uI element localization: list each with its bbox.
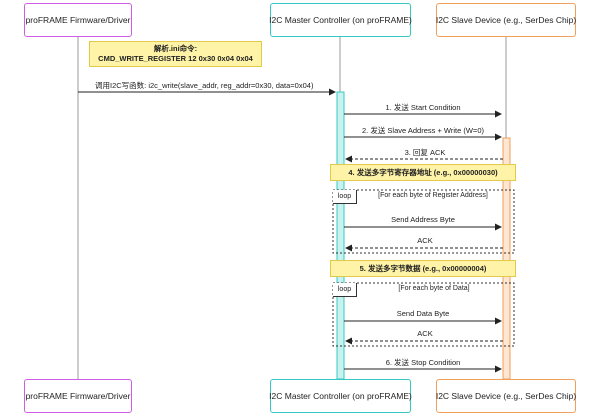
data-loop-label: [For each byte of Data]: [398, 285, 470, 292]
ack1-label: ACK: [417, 236, 433, 245]
slave-addr-label: 2. 发送 Slave Address + Write (W=0): [362, 126, 484, 135]
data-loop-frame: [332, 282, 515, 347]
participant-driver-top: proFRAME Firmware/Driver: [24, 3, 132, 37]
reg-loop-label: [For each byte of Register Address]: [378, 192, 488, 199]
start-label: 1. 发送 Start Condition: [385, 103, 461, 112]
master-activation-bar: [336, 91, 345, 380]
stop-label: 6. 发送 Stop Condition: [385, 358, 461, 367]
data-note-text: 5. 发送多字节数据 (e.g., 0x00000004): [359, 263, 487, 273]
participant-master-bottom: I2C Master Controller (on proFRAME): [269, 379, 412, 413]
reg-loop-frame: [332, 189, 515, 254]
ini-command-note: 解析.ini命令: CMD_WRITE_REGISTER 12 0x30 0x0…: [89, 41, 262, 67]
participant-slave-top: I2C Slave Device (e.g., SerDes Chip): [436, 3, 576, 37]
call-write-label: 调用I2C写函数: i2c_write(slave_addr, reg_addr…: [95, 81, 314, 90]
ack2-label: ACK: [417, 329, 433, 338]
participant-driver-bottom: proFRAME Firmware/Driver: [24, 379, 132, 413]
ack-reply-label: 3. 回复 ACK: [404, 148, 446, 157]
reg-loop-tag: loop: [333, 190, 357, 204]
reg-addr-note-text: 4. 发送多字节寄存器地址 (e.g., 0x00000030): [348, 167, 498, 177]
reg-addr-note: 4. 发送多字节寄存器地址 (e.g., 0x00000030): [330, 164, 516, 181]
data-note: 5. 发送多字节数据 (e.g., 0x00000004): [330, 260, 516, 277]
participant-master-top: I2C Master Controller (on proFRAME): [269, 3, 412, 37]
send-addr-byte-label: Send Address Byte: [391, 215, 455, 224]
data-loop-tag: loop: [333, 283, 357, 297]
send-data-byte-label: Send Data Byte: [396, 309, 450, 318]
ini-command-text: CMD_WRITE_REGISTER 12 0x30 0x04 0x04: [98, 54, 253, 63]
ini-command-title: 解析.ini命令:: [153, 44, 198, 53]
participant-slave-bottom: I2C Slave Device (e.g., SerDes Chip): [436, 379, 576, 413]
